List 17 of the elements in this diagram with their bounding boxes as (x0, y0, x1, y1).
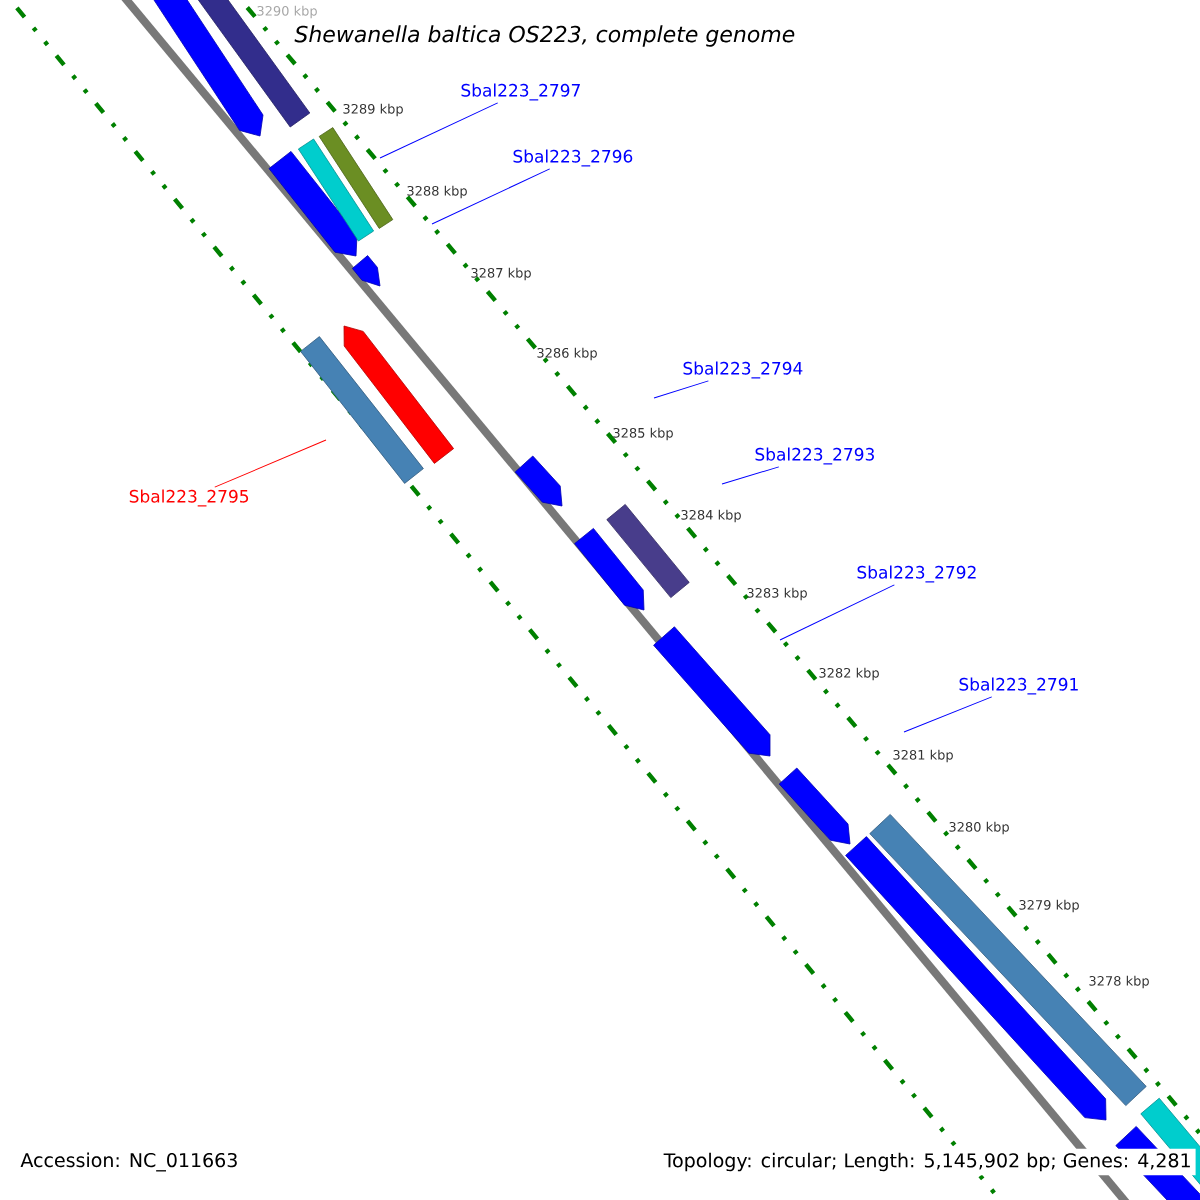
leader-line (779, 584, 895, 641)
leader-line (653, 380, 709, 399)
gene-label: Sbal223_2792 (857, 565, 976, 583)
gene-label: Sbal223_2793 (755, 447, 874, 465)
title: Shewanella baltica OS223, complete genome (294, 25, 795, 47)
gene-label: Sbal223_2794 (683, 361, 803, 379)
leader-line (431, 168, 551, 225)
leader-line (379, 102, 499, 159)
leader-line (721, 466, 780, 485)
genome-info-text: Topology: circular; Length: 5,145,902 bp; Genes: 4,281 (659, 1148, 1196, 1176)
gene-label: Sbal223_2796 (513, 149, 633, 167)
gene-label: Sbal223_2795 (129, 489, 249, 507)
accession-text: Accession: NC_011663 (20, 1152, 237, 1172)
leader-line (214, 439, 327, 488)
gene-label: Sbal223_2791 (959, 677, 1078, 695)
leader-line (903, 696, 993, 733)
gene-label: Sbal223_2797 (461, 83, 580, 101)
